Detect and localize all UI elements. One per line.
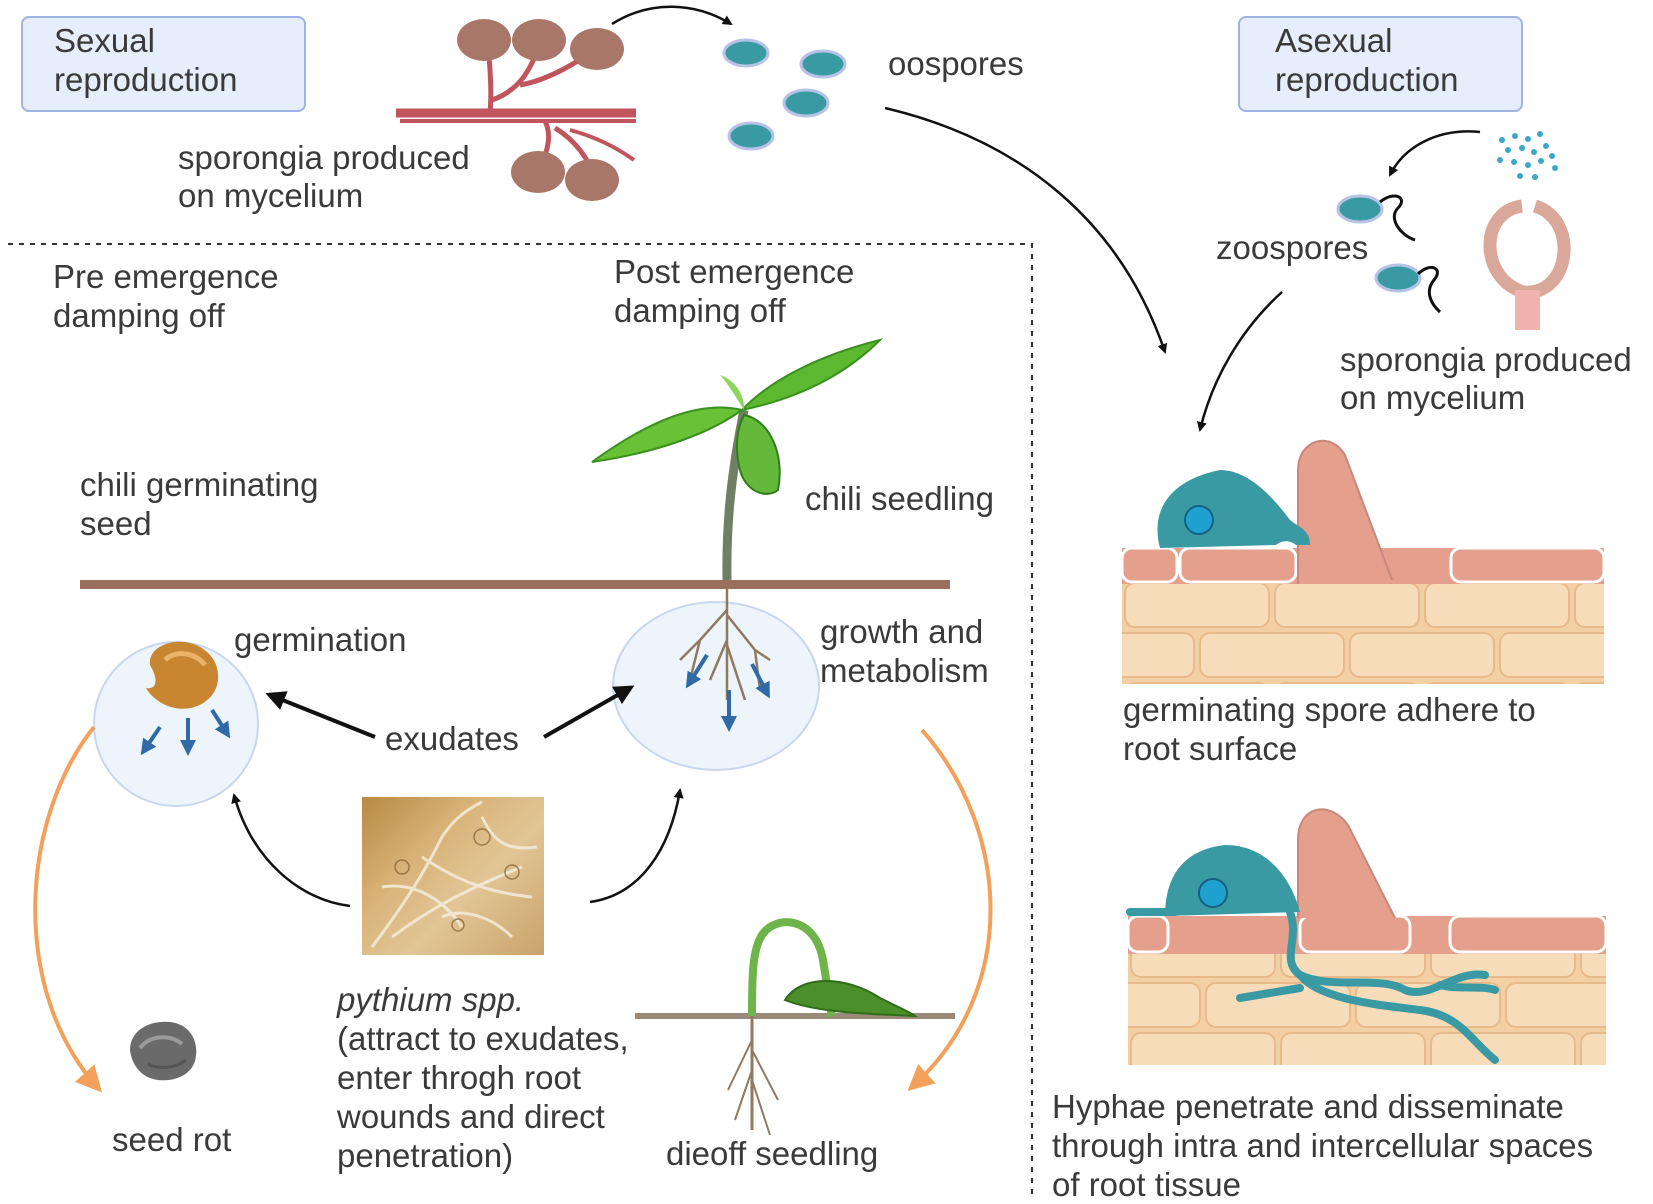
sexual-box-line1: Sexual	[54, 22, 155, 59]
oospores-label: oospores	[888, 45, 1024, 82]
exudate-arrows-root	[685, 653, 770, 732]
arrow-pythium-to-seed	[231, 793, 351, 908]
sporongia-sexual-label-line1: sporongia produced	[178, 139, 470, 176]
dotted-panel-border	[8, 243, 1033, 1195]
rotten-seed-icon	[130, 1021, 197, 1081]
germinating-seed-label-line2: seed	[80, 505, 152, 542]
sporangium-icon	[1483, 131, 1571, 330]
arrow-seedling-to-dieoff	[907, 728, 993, 1092]
post-emergence-label-line2: damping off	[614, 292, 786, 329]
hyphae-label-line3: of root tissue	[1052, 1166, 1241, 1203]
root-zone-bubble	[612, 601, 820, 771]
arrow-seed-to-rot	[33, 725, 103, 1093]
pythium-desc-line4: penetration)	[337, 1137, 514, 1174]
soil-surface-line	[80, 580, 950, 589]
growth-label-line2: metabolism	[820, 652, 989, 689]
arrow-exudates-to-seed	[265, 691, 376, 739]
arrow-oospores-to-root	[884, 106, 1168, 354]
hyphae-label-line1: Hyphae penetrate and disseminate	[1052, 1088, 1564, 1125]
sporongia-asexual-label-line1: sporongia produced	[1340, 341, 1632, 378]
root-tissue-adhesion-icon	[1120, 439, 1606, 684]
chili-seedling-icon	[591, 338, 884, 581]
arrow-zoospores-to-root	[1197, 291, 1283, 432]
pre-emergence-label-line1: Pre emergence	[53, 258, 279, 295]
sporongia-sexual-label-line2: on mycelium	[178, 177, 364, 214]
spore-adhere-label-line2: root surface	[1123, 730, 1298, 767]
pythium-desc-line3: wounds and direct	[337, 1098, 605, 1135]
arrow-sporangium-to-zoospores	[1388, 130, 1481, 177]
exudate-arrows-seed	[140, 708, 231, 756]
dieoff-seedling-label: dieoff seedling	[666, 1135, 879, 1172]
arrow-to-oospores	[611, 5, 733, 26]
mycelium-with-sporangia-icon	[396, 19, 636, 201]
asexual-box-line2: reproduction	[1275, 61, 1459, 98]
dieoff-seedling-icon	[635, 918, 955, 1136]
sporongia-asexual-label-line2: on mycelium	[1340, 379, 1526, 416]
chili-seedling-label: chili seedling	[805, 480, 994, 517]
seedling-roots-icon	[679, 589, 771, 701]
seed-rot-label: seed rot	[112, 1121, 232, 1158]
zoospores-label: zoospores	[1216, 229, 1369, 266]
pre-emergence-label-line2: damping off	[53, 297, 225, 334]
germinating-seed-label-line1: chili germinating	[80, 466, 319, 503]
exudates-label: exudates	[385, 720, 519, 757]
zoospores-icon	[1336, 194, 1442, 314]
germinating-seed-icon	[146, 641, 219, 709]
pythium-micrograph-image	[362, 797, 544, 955]
growth-label-line1: growth and	[820, 613, 984, 650]
asexual-box-line1: Asexual	[1275, 22, 1393, 59]
oospores-icon	[722, 38, 847, 151]
spore-adhere-label-line1: germinating spore adhere to	[1123, 691, 1536, 728]
arrow-pythium-to-root	[589, 788, 684, 904]
pythium-desc-line2: enter throgh root	[337, 1059, 581, 1096]
root-tissue-penetration-icon	[1126, 808, 1608, 1065]
pythium-desc-line1: (attract to exudates,	[337, 1020, 629, 1057]
sexual-box-line2: reproduction	[54, 61, 238, 98]
hyphae-label-line2: through intra and intercellular spaces	[1052, 1127, 1594, 1164]
germination-label: germination	[234, 621, 407, 658]
post-emergence-label-line1: Post emergence	[614, 253, 855, 290]
pythium-label: pythium spp.	[337, 981, 525, 1018]
arrow-exudates-to-root	[543, 685, 635, 739]
asexual-reproduction-box: Asexual reproduction	[1238, 16, 1523, 112]
sexual-reproduction-box: Sexual reproduction	[21, 16, 306, 112]
